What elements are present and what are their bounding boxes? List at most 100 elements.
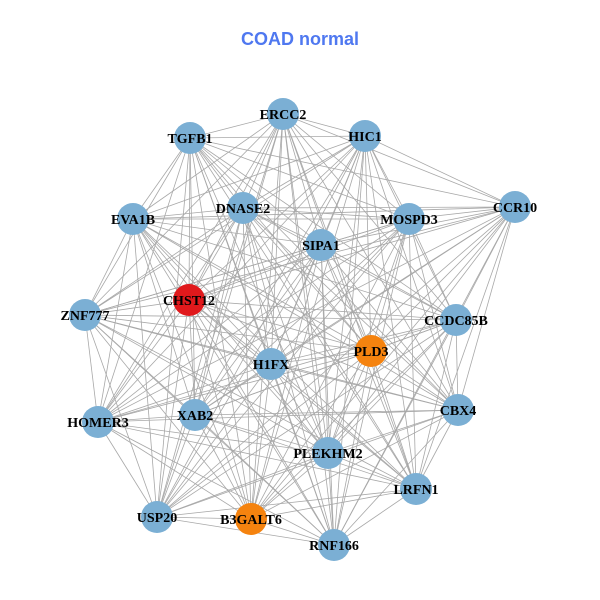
node-h1fx[interactable]: H1FX: [253, 348, 290, 380]
edge: [270, 363, 417, 490]
edge: [188, 299, 252, 520]
edge: [132, 218, 329, 454]
edge: [270, 244, 322, 365]
edge: [189, 113, 284, 139]
edge: [242, 207, 410, 220]
edge: [320, 244, 335, 546]
edge: [194, 414, 252, 520]
edge: [333, 488, 417, 546]
edge: [84, 314, 329, 454]
edge: [408, 218, 417, 490]
node-tgfb1[interactable]: TGFB1: [167, 122, 213, 154]
node-circle: [179, 399, 211, 431]
edge: [364, 135, 417, 490]
node-homer3[interactable]: HOMER3: [67, 406, 129, 438]
node-ccdc85b[interactable]: CCDC85B: [424, 304, 488, 336]
node-circle: [235, 503, 267, 535]
node-label: CHST12: [163, 294, 215, 309]
edge: [242, 207, 372, 352]
edge: [250, 319, 457, 520]
edge: [132, 218, 196, 416]
node-label: USP20: [137, 511, 177, 526]
edge: [333, 218, 410, 546]
edge: [370, 350, 417, 490]
edge: [250, 206, 516, 520]
node-sipa1[interactable]: SIPA1: [302, 229, 340, 261]
edge: [270, 350, 372, 365]
edge: [132, 218, 457, 321]
edge: [97, 363, 272, 423]
node-label: RNF166: [309, 539, 359, 554]
node-mospd3[interactable]: MOSPD3: [380, 203, 438, 235]
edge: [188, 244, 322, 301]
edge: [364, 135, 372, 352]
node-circle: [393, 203, 425, 235]
edge: [188, 299, 457, 321]
node-label: B3GALT6: [220, 513, 282, 528]
edge: [156, 206, 516, 518]
node-b3galt6[interactable]: B3GALT6: [220, 503, 282, 535]
node-circle: [499, 191, 531, 223]
edge: [84, 314, 99, 423]
edge: [156, 113, 284, 518]
edge: [194, 135, 366, 416]
edge: [242, 207, 457, 321]
edge: [188, 299, 417, 490]
edge: [194, 409, 459, 416]
edge: [327, 409, 459, 454]
edge: [270, 363, 459, 411]
edge: [188, 299, 335, 546]
edge: [84, 299, 190, 316]
node-circle: [312, 437, 344, 469]
edge: [270, 363, 335, 546]
edge: [132, 218, 335, 546]
node-circle: [442, 394, 474, 426]
node-label: MOSPD3: [380, 213, 438, 228]
node-eva1b[interactable]: EVA1B: [111, 203, 155, 235]
node-plekhm2[interactable]: PLEKHM2: [293, 437, 363, 469]
node-lrfn1[interactable]: LRFN1: [393, 473, 439, 505]
node-cbx4[interactable]: CBX4: [440, 394, 477, 426]
edge: [364, 135, 459, 411]
node-dnase2[interactable]: DNASE2: [216, 192, 270, 224]
edge: [194, 244, 322, 416]
node-label: CBX4: [440, 404, 477, 419]
node-ercc2[interactable]: ERCC2: [260, 98, 307, 130]
node-hic1[interactable]: HIC1: [348, 120, 382, 152]
edge: [132, 218, 372, 352]
edge: [457, 206, 516, 411]
edge: [97, 207, 244, 423]
node-circle: [174, 122, 206, 154]
edge: [84, 207, 244, 316]
edge: [97, 421, 329, 454]
edge: [250, 452, 329, 520]
edge: [242, 207, 459, 411]
edge: [242, 135, 366, 209]
edge: [250, 488, 417, 520]
edge: [320, 244, 372, 352]
edge: [327, 135, 366, 454]
node-chst12[interactable]: CHST12: [163, 284, 215, 316]
edge: [132, 218, 158, 518]
node-label: PLEKHM2: [293, 447, 362, 462]
edge: [242, 206, 516, 209]
node-xab2[interactable]: XAB2: [177, 399, 214, 431]
edge: [242, 207, 335, 546]
node-usp20[interactable]: USP20: [137, 501, 177, 533]
edge: [84, 135, 366, 316]
edge: [97, 409, 459, 423]
node-ccr10[interactable]: CCR10: [493, 191, 537, 223]
edge: [97, 299, 190, 423]
edge: [156, 488, 417, 518]
node-circle: [141, 501, 173, 533]
edge: [156, 363, 272, 518]
node-rnf166[interactable]: RNF166: [309, 529, 359, 561]
node-pld3[interactable]: PLD3: [354, 335, 389, 367]
graph-title: COAD normal: [240, 29, 359, 49]
node-znf777[interactable]: ZNF777: [61, 299, 110, 331]
edge: [270, 363, 329, 454]
node-label: ZNF777: [61, 309, 110, 324]
node-label: CCR10: [493, 201, 537, 216]
edge: [320, 244, 459, 411]
